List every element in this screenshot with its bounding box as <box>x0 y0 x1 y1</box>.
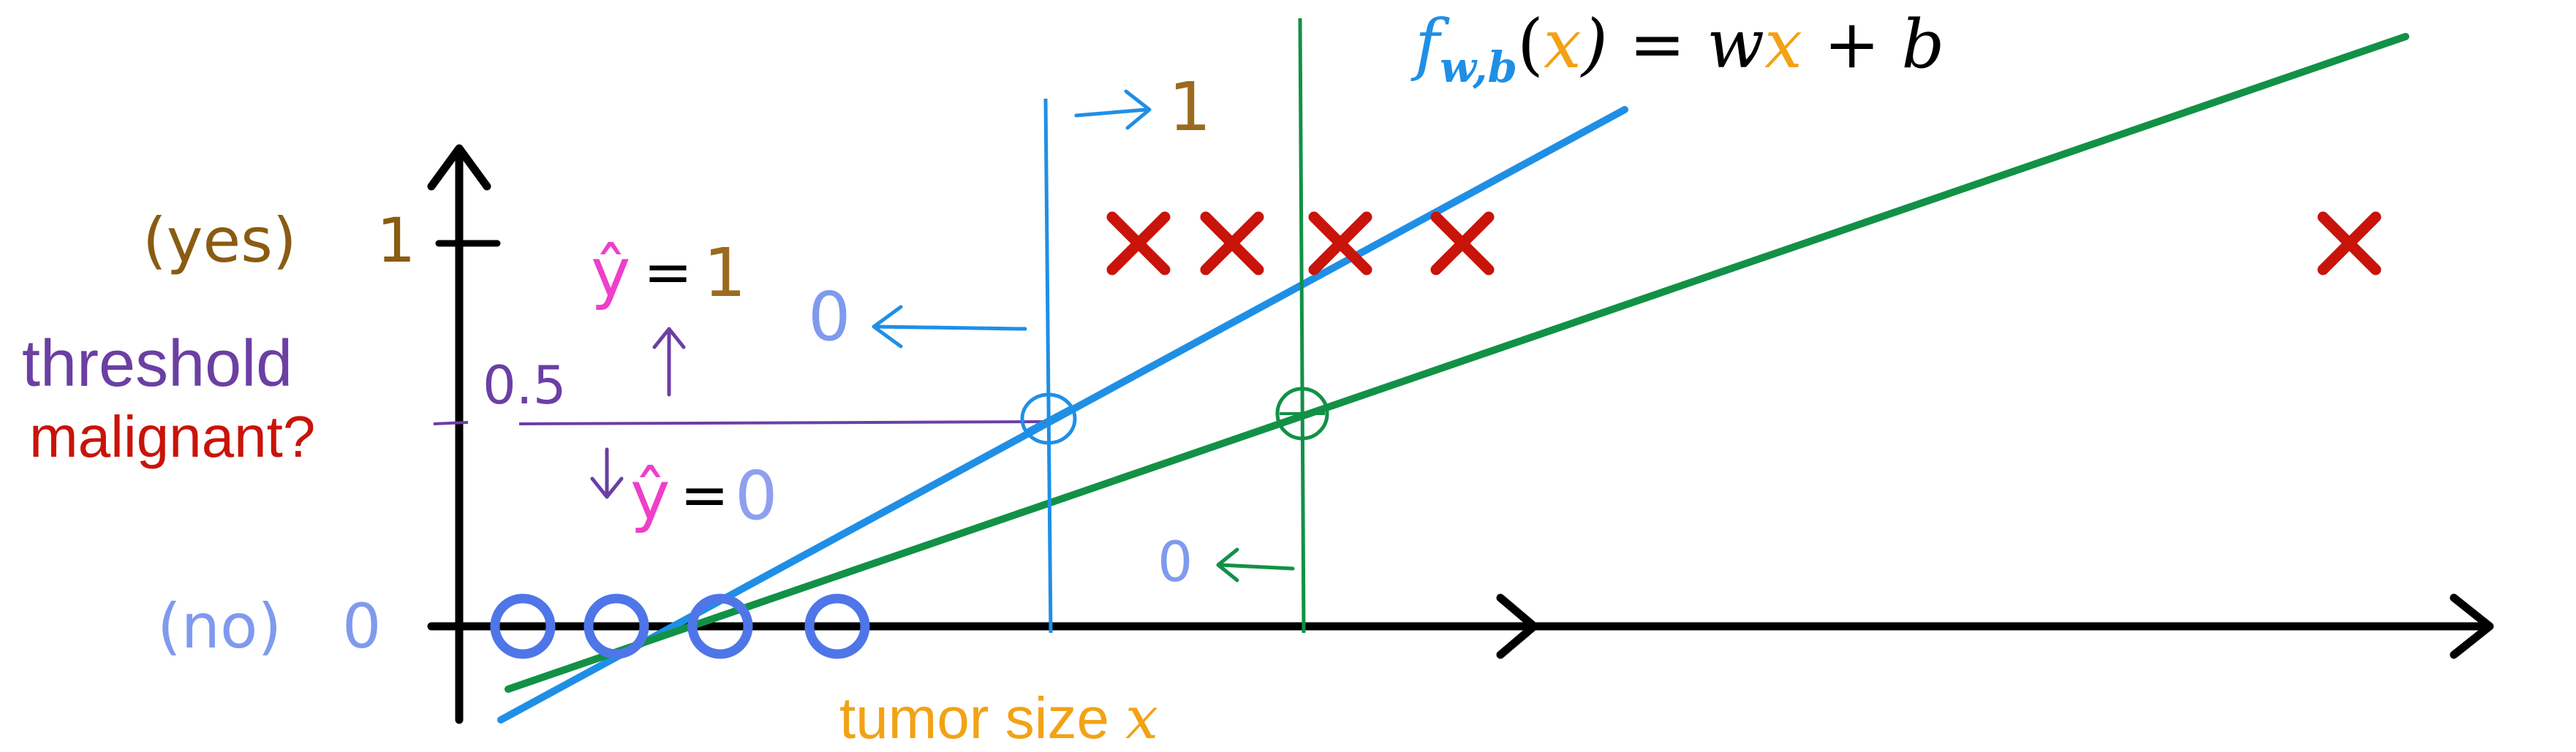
negative-sample-marker <box>804 593 870 659</box>
threshold-line <box>518 420 1046 425</box>
x-axis-label-var: x <box>1125 684 1158 752</box>
positive-sample-stroke <box>1106 211 1171 276</box>
y-tick-one-label: 1 <box>377 205 415 276</box>
yhat-above-eq: = <box>643 238 692 306</box>
up-arrow-head <box>652 327 686 349</box>
yhat-below-hat: ŷ <box>630 457 670 535</box>
threshold-value-label: 0.5 <box>483 354 567 416</box>
positive-sample-stroke <box>1200 211 1264 276</box>
green-decision-line <box>1298 18 1306 634</box>
fit-lines <box>497 33 2409 723</box>
yhat-below-val: 0 <box>735 457 778 535</box>
yes-paren-label: (yes) <box>143 205 297 276</box>
positive-sample-marker <box>1430 211 1495 276</box>
left-zero-green-label: 0 <box>1157 529 1193 594</box>
positive-sample-marker <box>1200 211 1264 276</box>
blue-intersection-cross <box>1024 405 1073 433</box>
malignant-question-label: malignant? <box>29 404 315 469</box>
down-arrow-head <box>590 476 624 499</box>
positive-sample-stroke <box>2317 211 2382 276</box>
threshold-dash <box>433 421 469 425</box>
x-axis-arrowhead-end <box>2450 593 2494 659</box>
left-zero-green-arrow-head <box>1216 547 1239 582</box>
formula-subscript: w,b <box>1440 42 1517 92</box>
formula: fw,b(x) = wx + b <box>1410 5 1944 92</box>
formula-arg: x <box>1544 5 1582 83</box>
positive-sample-stroke <box>1430 211 1495 276</box>
blue-intersection-circle <box>1020 392 1077 445</box>
x-axis-arrowhead-mid <box>1496 593 1538 659</box>
right-one-arrow-shaft <box>1074 107 1149 118</box>
formula-arg2: x <box>1764 5 1802 83</box>
positive-sample-marker <box>1308 211 1372 276</box>
blue-decision-line <box>1043 98 1053 634</box>
positive-sample-marker <box>1106 211 1171 276</box>
negative-sample-marker <box>490 593 556 659</box>
left-zero-green-arrow-shaft <box>1217 563 1295 571</box>
blue-fit-line <box>497 106 1628 723</box>
formula-tail: + b <box>1802 5 1944 83</box>
y-tick-zero-label: 0 <box>342 590 381 662</box>
green-fit-line <box>505 33 2409 693</box>
x-axis-label-text: tumor size <box>839 685 1109 751</box>
formula-open-paren: ( <box>1517 5 1544 83</box>
green-intersection-circle <box>1275 387 1329 441</box>
yhat-below-eq: = <box>680 461 729 529</box>
threshold-label: threshold <box>22 327 292 400</box>
formula-close-eq: ) = w <box>1580 5 1764 83</box>
negative-sample-marker <box>583 593 649 659</box>
positive-sample-stroke <box>1308 211 1372 276</box>
yhat-above-val: 1 <box>703 234 747 312</box>
data-markers <box>490 211 2382 659</box>
negative-sample-marker <box>687 593 753 659</box>
y-axis-arrowhead <box>427 144 491 191</box>
right-one-arrow-head <box>1124 89 1152 130</box>
left-zero-blue-label: 0 <box>808 278 851 356</box>
left-zero-blue-arrow-head <box>872 305 903 349</box>
yhat-above-hat: ŷ <box>591 234 630 312</box>
positive-sample-marker <box>2317 211 2382 276</box>
left-zero-blue-arrow-shaft <box>874 324 1027 331</box>
right-one-label: 1 <box>1168 68 1212 146</box>
no-paren-label: (no) <box>157 590 282 662</box>
